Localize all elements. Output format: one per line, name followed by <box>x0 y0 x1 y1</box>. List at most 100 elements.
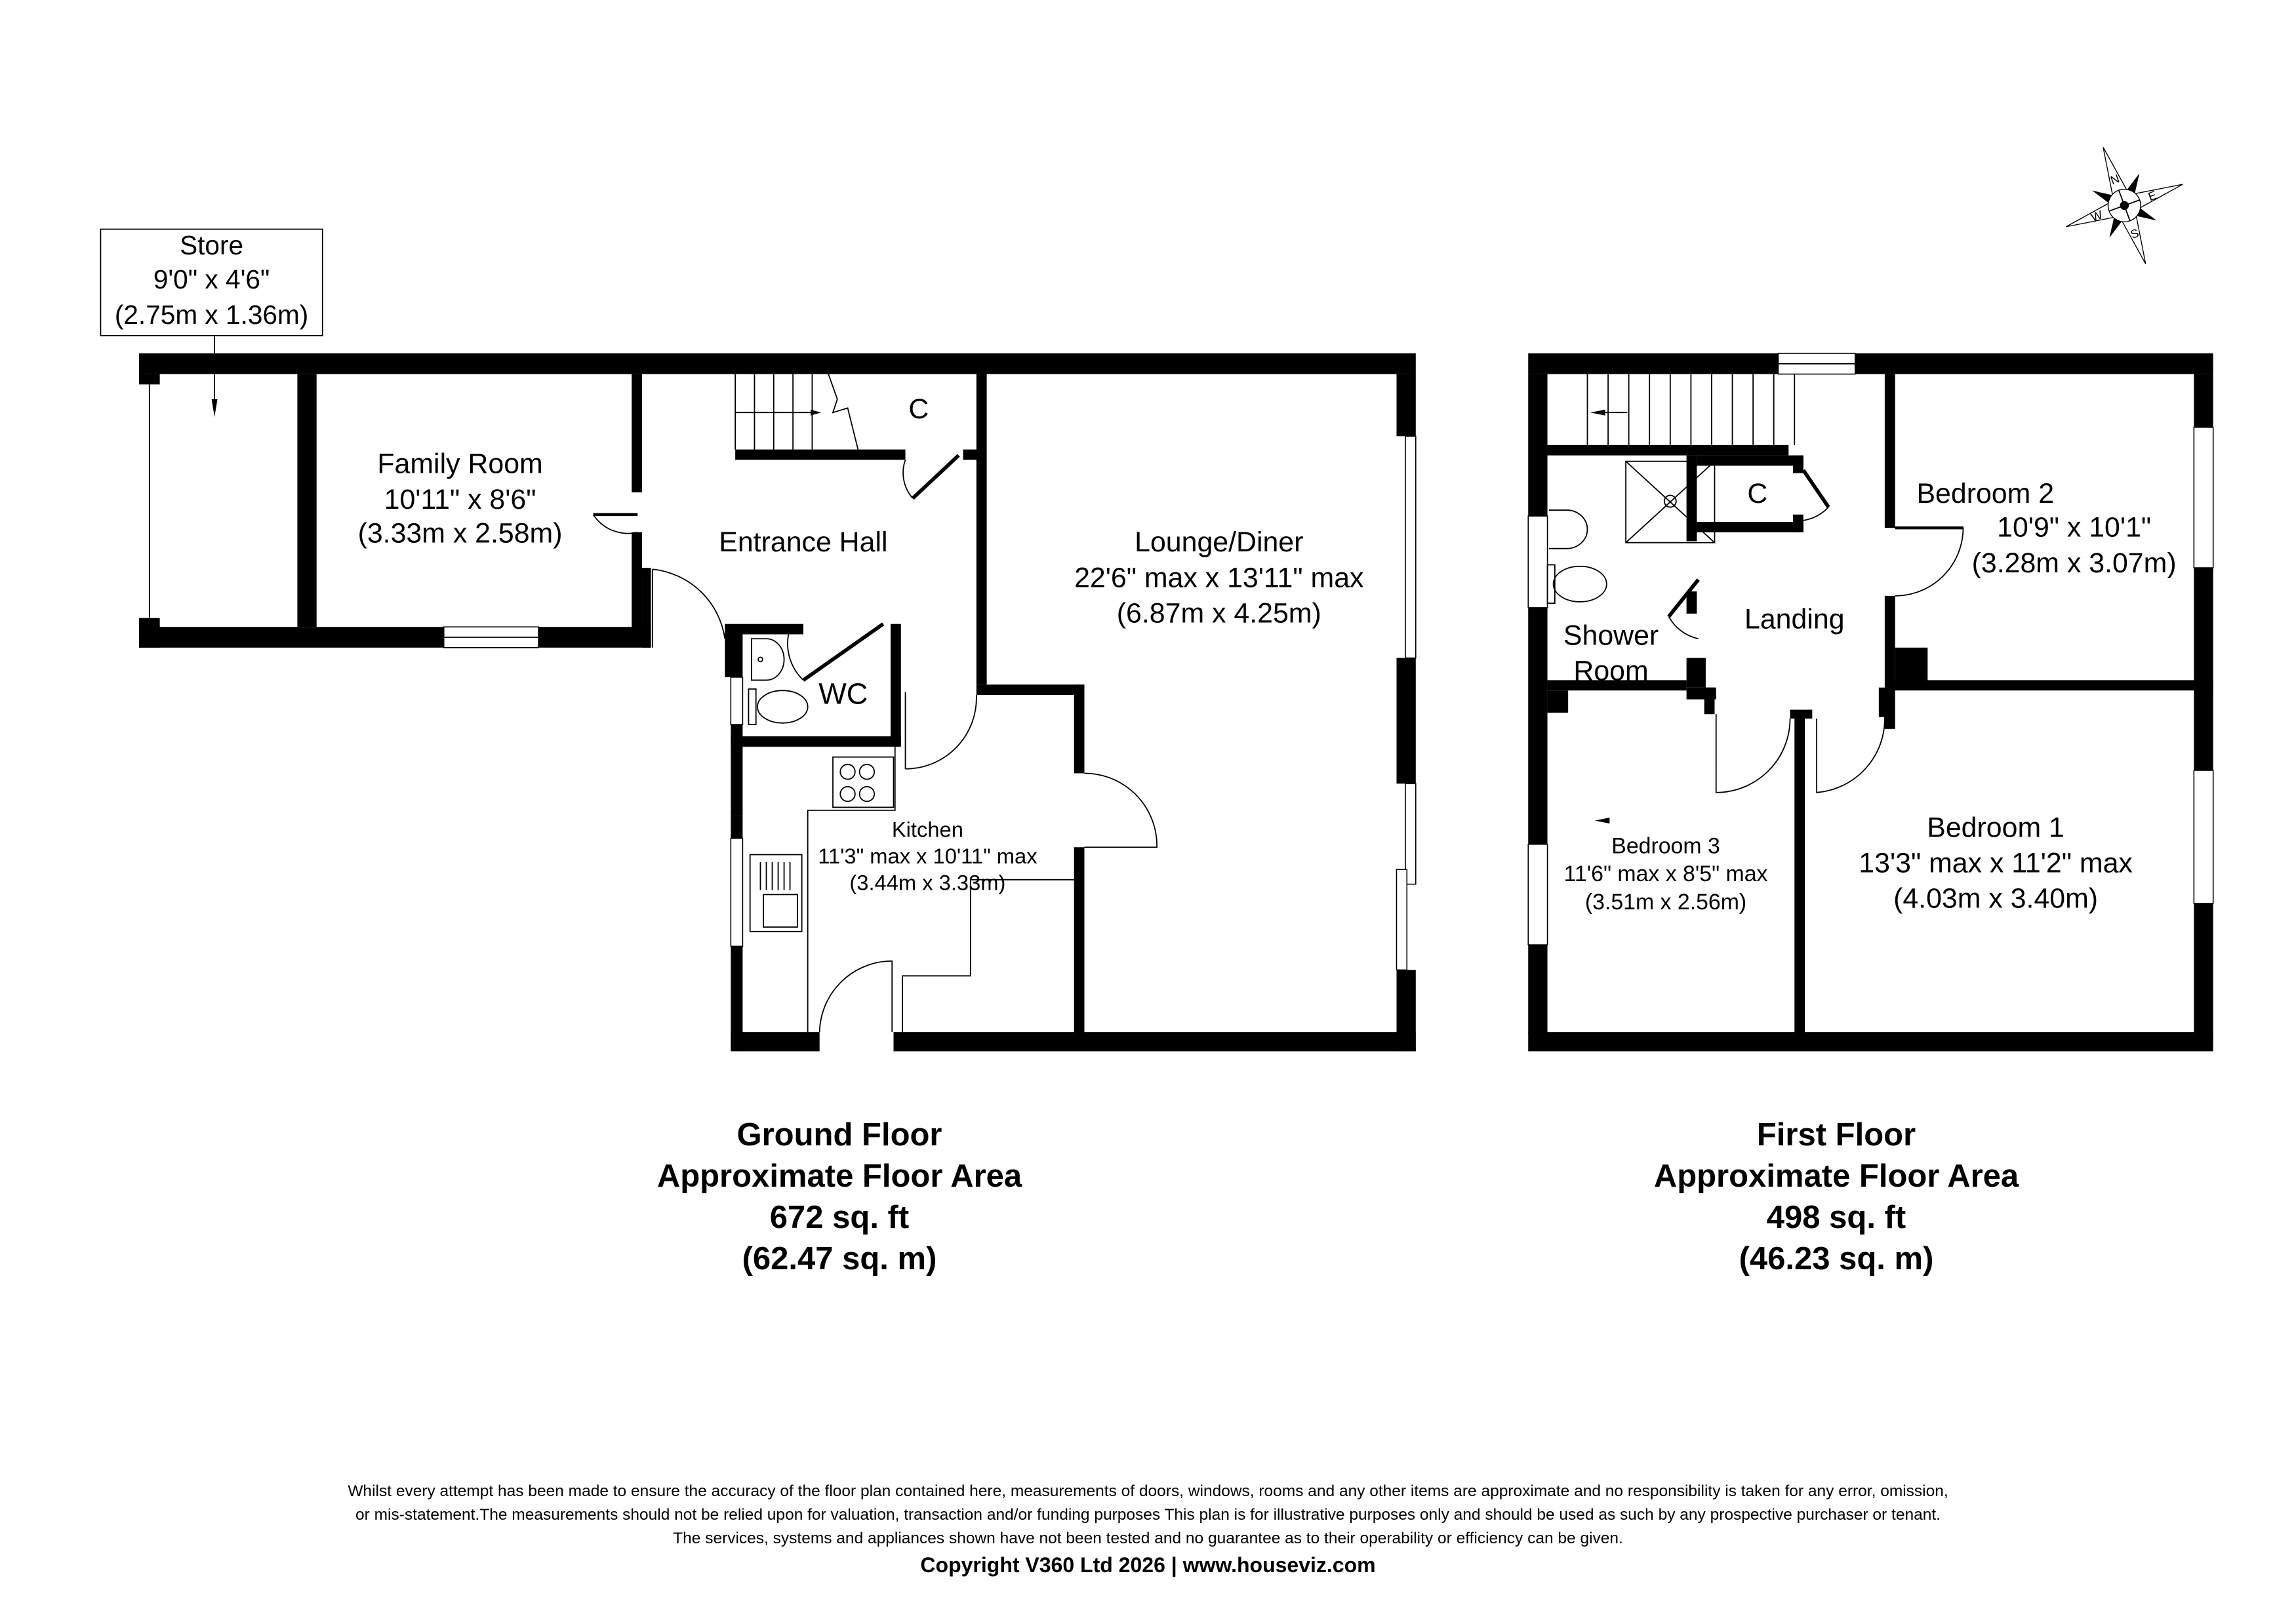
kitchen-metric: (3.44m x 3.33m) <box>849 871 1005 895</box>
basin-icon <box>751 638 785 681</box>
ground-floor-area-caption: Ground Floor Approximate Floor Area 672 … <box>564 1115 1115 1280</box>
family-room-imperial: 10'11" x 8'6" <box>384 484 536 515</box>
stairs-arrow-icon <box>811 409 821 416</box>
ground-floor-plan: Store 9'0" x 4'6" (2.75m x 1.36m) <box>100 228 1417 1052</box>
store-metric: (2.75m x 1.36m) <box>115 300 308 330</box>
door-swing <box>592 514 638 534</box>
wall <box>731 946 743 1052</box>
shower-room-name-2: Room <box>1573 655 1648 686</box>
first-floor-area-sqft: 498 sq. ft <box>1766 1200 1906 1235</box>
wall <box>139 627 651 648</box>
cupboard-door-swing <box>902 460 914 499</box>
wall <box>1396 658 1416 784</box>
copyright-notice: Copyright V360 Ltd 2026 | www.houseviz.c… <box>920 1553 1376 1577</box>
entrance-hall-label: Entrance Hall <box>719 526 887 558</box>
toilet-icon <box>1546 564 1607 604</box>
first-floor-area-caption: First Floor Approximate Floor Area 498 s… <box>1561 1115 2112 1280</box>
disclaimer-line-3: The services, systems and appliances sho… <box>673 1530 1623 1547</box>
bedroom1-name: Bedroom 1 <box>1927 812 2064 843</box>
wall <box>731 736 901 747</box>
window <box>1527 515 1548 608</box>
wall <box>1396 374 1416 437</box>
compass-e: E <box>2146 188 2158 203</box>
wall <box>725 623 803 635</box>
front-door-swing <box>652 568 726 639</box>
shower-room-name: Shower <box>1563 620 1659 651</box>
first-floor-area-label: Approximate Floor Area <box>1653 1158 2019 1194</box>
compass-rose-icon: N E S W <box>2065 147 2183 264</box>
sink-icon <box>749 854 803 932</box>
bedroom2-metric: (3.28m x 3.07m) <box>1972 547 2177 579</box>
window <box>1405 783 1417 885</box>
window <box>1527 843 1548 945</box>
family-room-metric: (3.33m x 2.58m) <box>358 518 563 549</box>
compass-w: W <box>2089 208 2105 224</box>
family-room-name: Family Room <box>377 448 542 480</box>
kitchen-door-swing <box>905 694 977 770</box>
store-name: Store <box>180 230 243 260</box>
arrow-down-icon <box>211 399 218 417</box>
first-floor-plan: Shower Room C Landing Bedroom 2 10'9" x … <box>1527 353 2214 1052</box>
stairs <box>735 374 859 450</box>
lounge-door-swing <box>1084 772 1158 848</box>
cupboard-label: C <box>908 393 929 425</box>
ground-floor-area-sqft: 672 sq. ft <box>769 1200 910 1235</box>
kitchen-unit-outline <box>902 879 1074 1033</box>
store-label-box: Store 9'0" x 4'6" (2.75m x 1.36m) <box>100 228 323 417</box>
landing-label: Landing <box>1744 603 1845 635</box>
bedroom3-door-swing <box>1715 714 1791 793</box>
wall <box>731 1032 820 1052</box>
window <box>1396 869 1408 971</box>
bedroom3-name: Bedroom 3 <box>1611 833 1720 858</box>
toilet-icon <box>748 688 809 725</box>
wall <box>731 724 743 816</box>
window <box>730 837 744 947</box>
wall <box>890 623 901 745</box>
disclaimer: Whilst every attempt has been made to en… <box>0 1480 2296 1579</box>
wall <box>976 684 1085 695</box>
cupboard-label: C <box>1747 478 1767 509</box>
bedroom1-imperial: 13'3" max x 11'2" max <box>1859 848 2133 879</box>
wc-label: WC <box>818 677 868 711</box>
window <box>2193 426 2214 568</box>
ground-floor-title: Ground Floor <box>736 1117 942 1153</box>
kitchen-worktop <box>807 746 896 1033</box>
first-floor-title: First Floor <box>1756 1117 1916 1153</box>
window <box>2193 770 2214 904</box>
compass-n: N <box>2108 172 2121 187</box>
first-floor-area-sqm: (46.23 sq. m) <box>1739 1241 1934 1276</box>
wall <box>1074 847 1085 1040</box>
store-imperial: 9'0" x 4'6" <box>153 264 270 294</box>
wc-door-swing <box>787 634 804 681</box>
disclaimer-line-2: or mis-statement.The measurements should… <box>355 1506 1941 1524</box>
lounge-diner-name: Lounge/Diner <box>1135 526 1303 558</box>
ground-floor-area-label: Approximate Floor Area <box>656 1158 1022 1194</box>
wall <box>725 633 743 677</box>
wall <box>139 374 160 385</box>
stairs <box>1586 374 1796 824</box>
wall <box>297 374 317 627</box>
wall <box>632 532 643 636</box>
bedroom2-imperial: 10'9" x 10'1" <box>1997 512 2151 544</box>
ground-floor-area-sqm: (62.47 sq. m) <box>742 1241 937 1276</box>
bedroom3-metric: (3.51m x 2.56m) <box>1585 890 1746 915</box>
basin-icon <box>1548 509 1588 549</box>
bedroom1-metric: (4.03m x 3.40m) <box>1893 883 2098 915</box>
stairs-arrow-icon <box>1594 818 1610 824</box>
wall <box>632 374 643 492</box>
window <box>730 677 744 725</box>
wall <box>735 449 906 460</box>
wall <box>976 374 987 685</box>
wall <box>1396 970 1416 1052</box>
back-door-swing <box>818 960 893 1033</box>
stairs-break-line <box>828 374 859 450</box>
wall <box>731 816 743 839</box>
wall <box>893 1032 1416 1052</box>
kitchen-name: Kitchen <box>892 817 963 841</box>
kitchen-imperial: 11'3" max x 10'11" max <box>818 844 1037 868</box>
wall <box>1074 684 1085 774</box>
window <box>1405 435 1417 659</box>
compass-s: S <box>2129 226 2141 241</box>
bedroom3-imperial: 11'6" max x 8'5" max <box>1564 861 1768 886</box>
